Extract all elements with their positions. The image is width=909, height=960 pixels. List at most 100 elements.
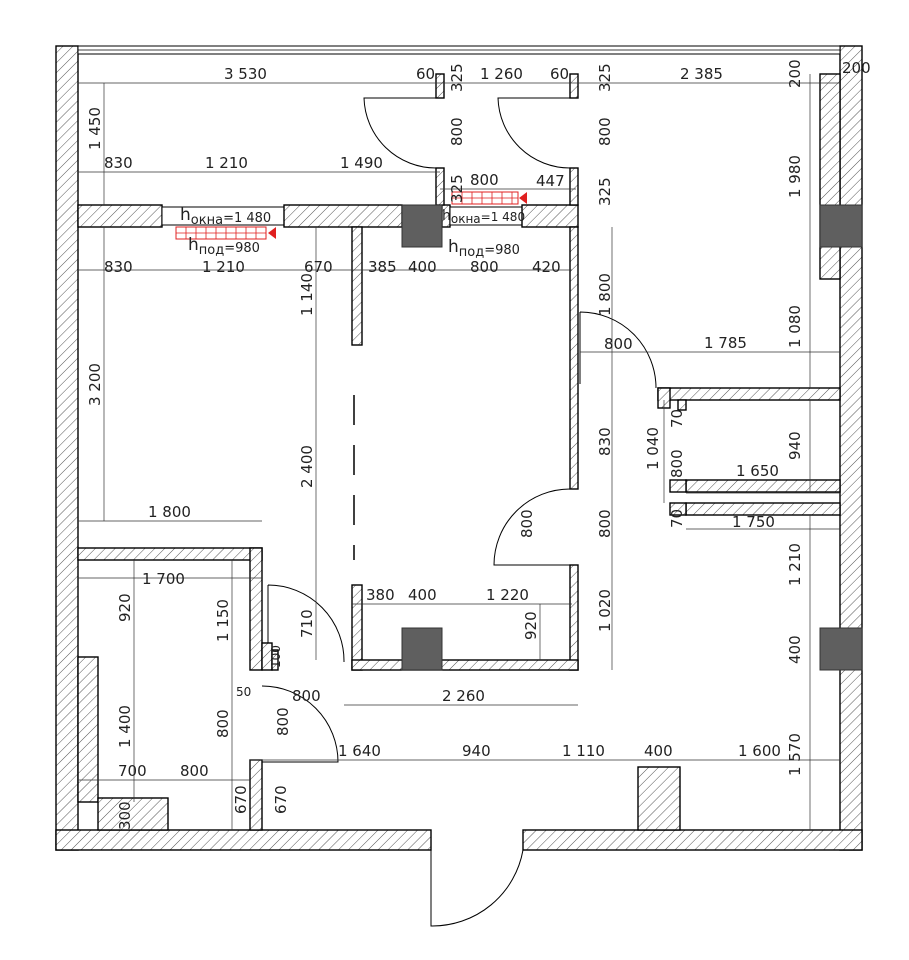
door-post-3 bbox=[569, 73, 579, 99]
dim-325b: 325 bbox=[596, 63, 614, 92]
column-2 bbox=[401, 627, 443, 671]
door-post-4 bbox=[569, 167, 579, 206]
dim-1140: 1 140 bbox=[298, 273, 316, 316]
window-left-sill: hпод=980 bbox=[188, 235, 260, 258]
dim-800a: 800 bbox=[448, 117, 466, 146]
door-post-2 bbox=[435, 167, 445, 206]
window-annotations: hокна=1 480 hпод=980 hокна=1 480 hпод=98… bbox=[180, 205, 525, 260]
dim-670b: 670 bbox=[272, 785, 290, 814]
dim-380: 380 bbox=[366, 586, 395, 604]
dim-1750: 1 750 bbox=[732, 513, 775, 531]
dim-800f: 800 bbox=[292, 687, 321, 705]
balcony-wall-mid bbox=[283, 204, 403, 228]
dim-r3-1210: 1 210 bbox=[202, 258, 245, 276]
dim-200a: 200 bbox=[786, 59, 804, 88]
dim-2385: 2 385 bbox=[680, 65, 723, 83]
dim-r3-385: 385 bbox=[368, 258, 397, 276]
dim-1210: 1 210 bbox=[786, 543, 804, 586]
dim-1570: 1 570 bbox=[786, 733, 804, 776]
dim-1650: 1 650 bbox=[736, 462, 779, 480]
dim-400: 400 bbox=[786, 635, 804, 664]
dim-1785: 1 785 bbox=[704, 334, 747, 352]
dim-1080: 1 080 bbox=[786, 305, 804, 348]
dim-r3-400: 400 bbox=[408, 258, 437, 276]
dim-400c: 400 bbox=[644, 742, 673, 760]
dim-300: 300 bbox=[116, 801, 134, 830]
dim-2400: 2 400 bbox=[298, 445, 316, 488]
dim-3200: 3 200 bbox=[86, 363, 104, 406]
dim-920a: 920 bbox=[116, 593, 134, 622]
dim-710: 710 bbox=[298, 609, 316, 638]
dim-1700: 1 700 bbox=[142, 570, 185, 588]
dim-r2-325: 325 bbox=[448, 174, 466, 203]
dim-60b: 60 bbox=[550, 65, 569, 83]
door-central bbox=[493, 488, 571, 566]
right-room-post-4 bbox=[677, 399, 687, 411]
dim-800door: 800 bbox=[604, 335, 633, 353]
door-entry bbox=[430, 830, 524, 927]
bath-wall-east bbox=[249, 547, 263, 671]
small-door-post-2 bbox=[271, 649, 279, 671]
window-right-sill: hпод=980 bbox=[448, 237, 520, 260]
dim-1980: 1 980 bbox=[786, 155, 804, 198]
balcony-east-post bbox=[819, 73, 841, 280]
dim-70b: 70 bbox=[668, 509, 686, 528]
dim-r2-1490: 1 490 bbox=[340, 154, 383, 172]
dim-r2-800: 800 bbox=[470, 171, 499, 189]
dim-1150: 1 150 bbox=[214, 599, 232, 642]
dim-800b: 800 bbox=[596, 117, 614, 146]
dim-3530: 3 530 bbox=[224, 65, 267, 83]
dim-800e: 800 bbox=[596, 509, 614, 538]
doors bbox=[261, 97, 657, 927]
dim-r2-325b: 325 bbox=[596, 177, 614, 206]
dim-325a: 325 bbox=[448, 63, 466, 92]
dim-1450: 1 450 bbox=[86, 107, 104, 150]
bath-ledge bbox=[97, 797, 169, 831]
central-wall-east-top bbox=[569, 226, 579, 490]
dim-50: 50 bbox=[236, 685, 251, 699]
window-right-height: hокна=1 480 bbox=[442, 208, 525, 226]
dim-r2-1210: 1 210 bbox=[205, 154, 248, 172]
door-post-1 bbox=[435, 73, 445, 99]
door-balcony-1 bbox=[363, 97, 437, 169]
balcony-wall-right bbox=[521, 204, 579, 228]
dim-1640: 1 640 bbox=[338, 742, 381, 760]
dim-200b: 200 bbox=[842, 59, 871, 77]
dim-400b: 400 bbox=[408, 586, 437, 604]
riser-bottom bbox=[637, 766, 681, 831]
dim-1040: 1 040 bbox=[644, 427, 662, 470]
dim-940h: 940 bbox=[462, 742, 491, 760]
dim-940: 940 bbox=[786, 431, 804, 460]
dim-1020: 1 020 bbox=[596, 589, 614, 632]
right-room-post-2 bbox=[669, 479, 687, 493]
dim-r3-830: 830 bbox=[104, 258, 133, 276]
radiators bbox=[175, 191, 527, 240]
dimension-lines bbox=[78, 74, 840, 830]
dim-r3-670: 670 bbox=[304, 258, 333, 276]
dimension-labels: 3 530 60 325 1 260 60 325 2 385 200 200 … bbox=[86, 59, 871, 830]
dim-800i: 800 bbox=[180, 762, 209, 780]
interior-walls bbox=[77, 73, 841, 831]
right-room-post-3 bbox=[669, 502, 687, 516]
dim-1600: 1 600 bbox=[738, 742, 781, 760]
dim-r3-800: 800 bbox=[470, 258, 499, 276]
dim-60a: 60 bbox=[416, 65, 435, 83]
dim-r2-830: 830 bbox=[104, 154, 133, 172]
bath-wall-east-low bbox=[249, 759, 263, 831]
dim-700: 700 bbox=[118, 762, 147, 780]
dim-r3-420: 420 bbox=[532, 258, 561, 276]
south-wall-left bbox=[55, 829, 432, 851]
dim-1400: 1 400 bbox=[116, 705, 134, 748]
dim-800c: 800 bbox=[668, 449, 686, 478]
door-right-room bbox=[579, 311, 657, 389]
bath-closet bbox=[77, 656, 99, 803]
central-wall-south bbox=[351, 659, 579, 671]
column-4 bbox=[819, 627, 863, 671]
columns bbox=[401, 204, 863, 671]
column-3 bbox=[819, 204, 863, 248]
window-left-height: hокна=1 480 bbox=[180, 205, 271, 228]
central-wall-west-top bbox=[351, 226, 363, 346]
dim-1220: 1 220 bbox=[486, 586, 529, 604]
south-wall-right bbox=[522, 829, 863, 851]
